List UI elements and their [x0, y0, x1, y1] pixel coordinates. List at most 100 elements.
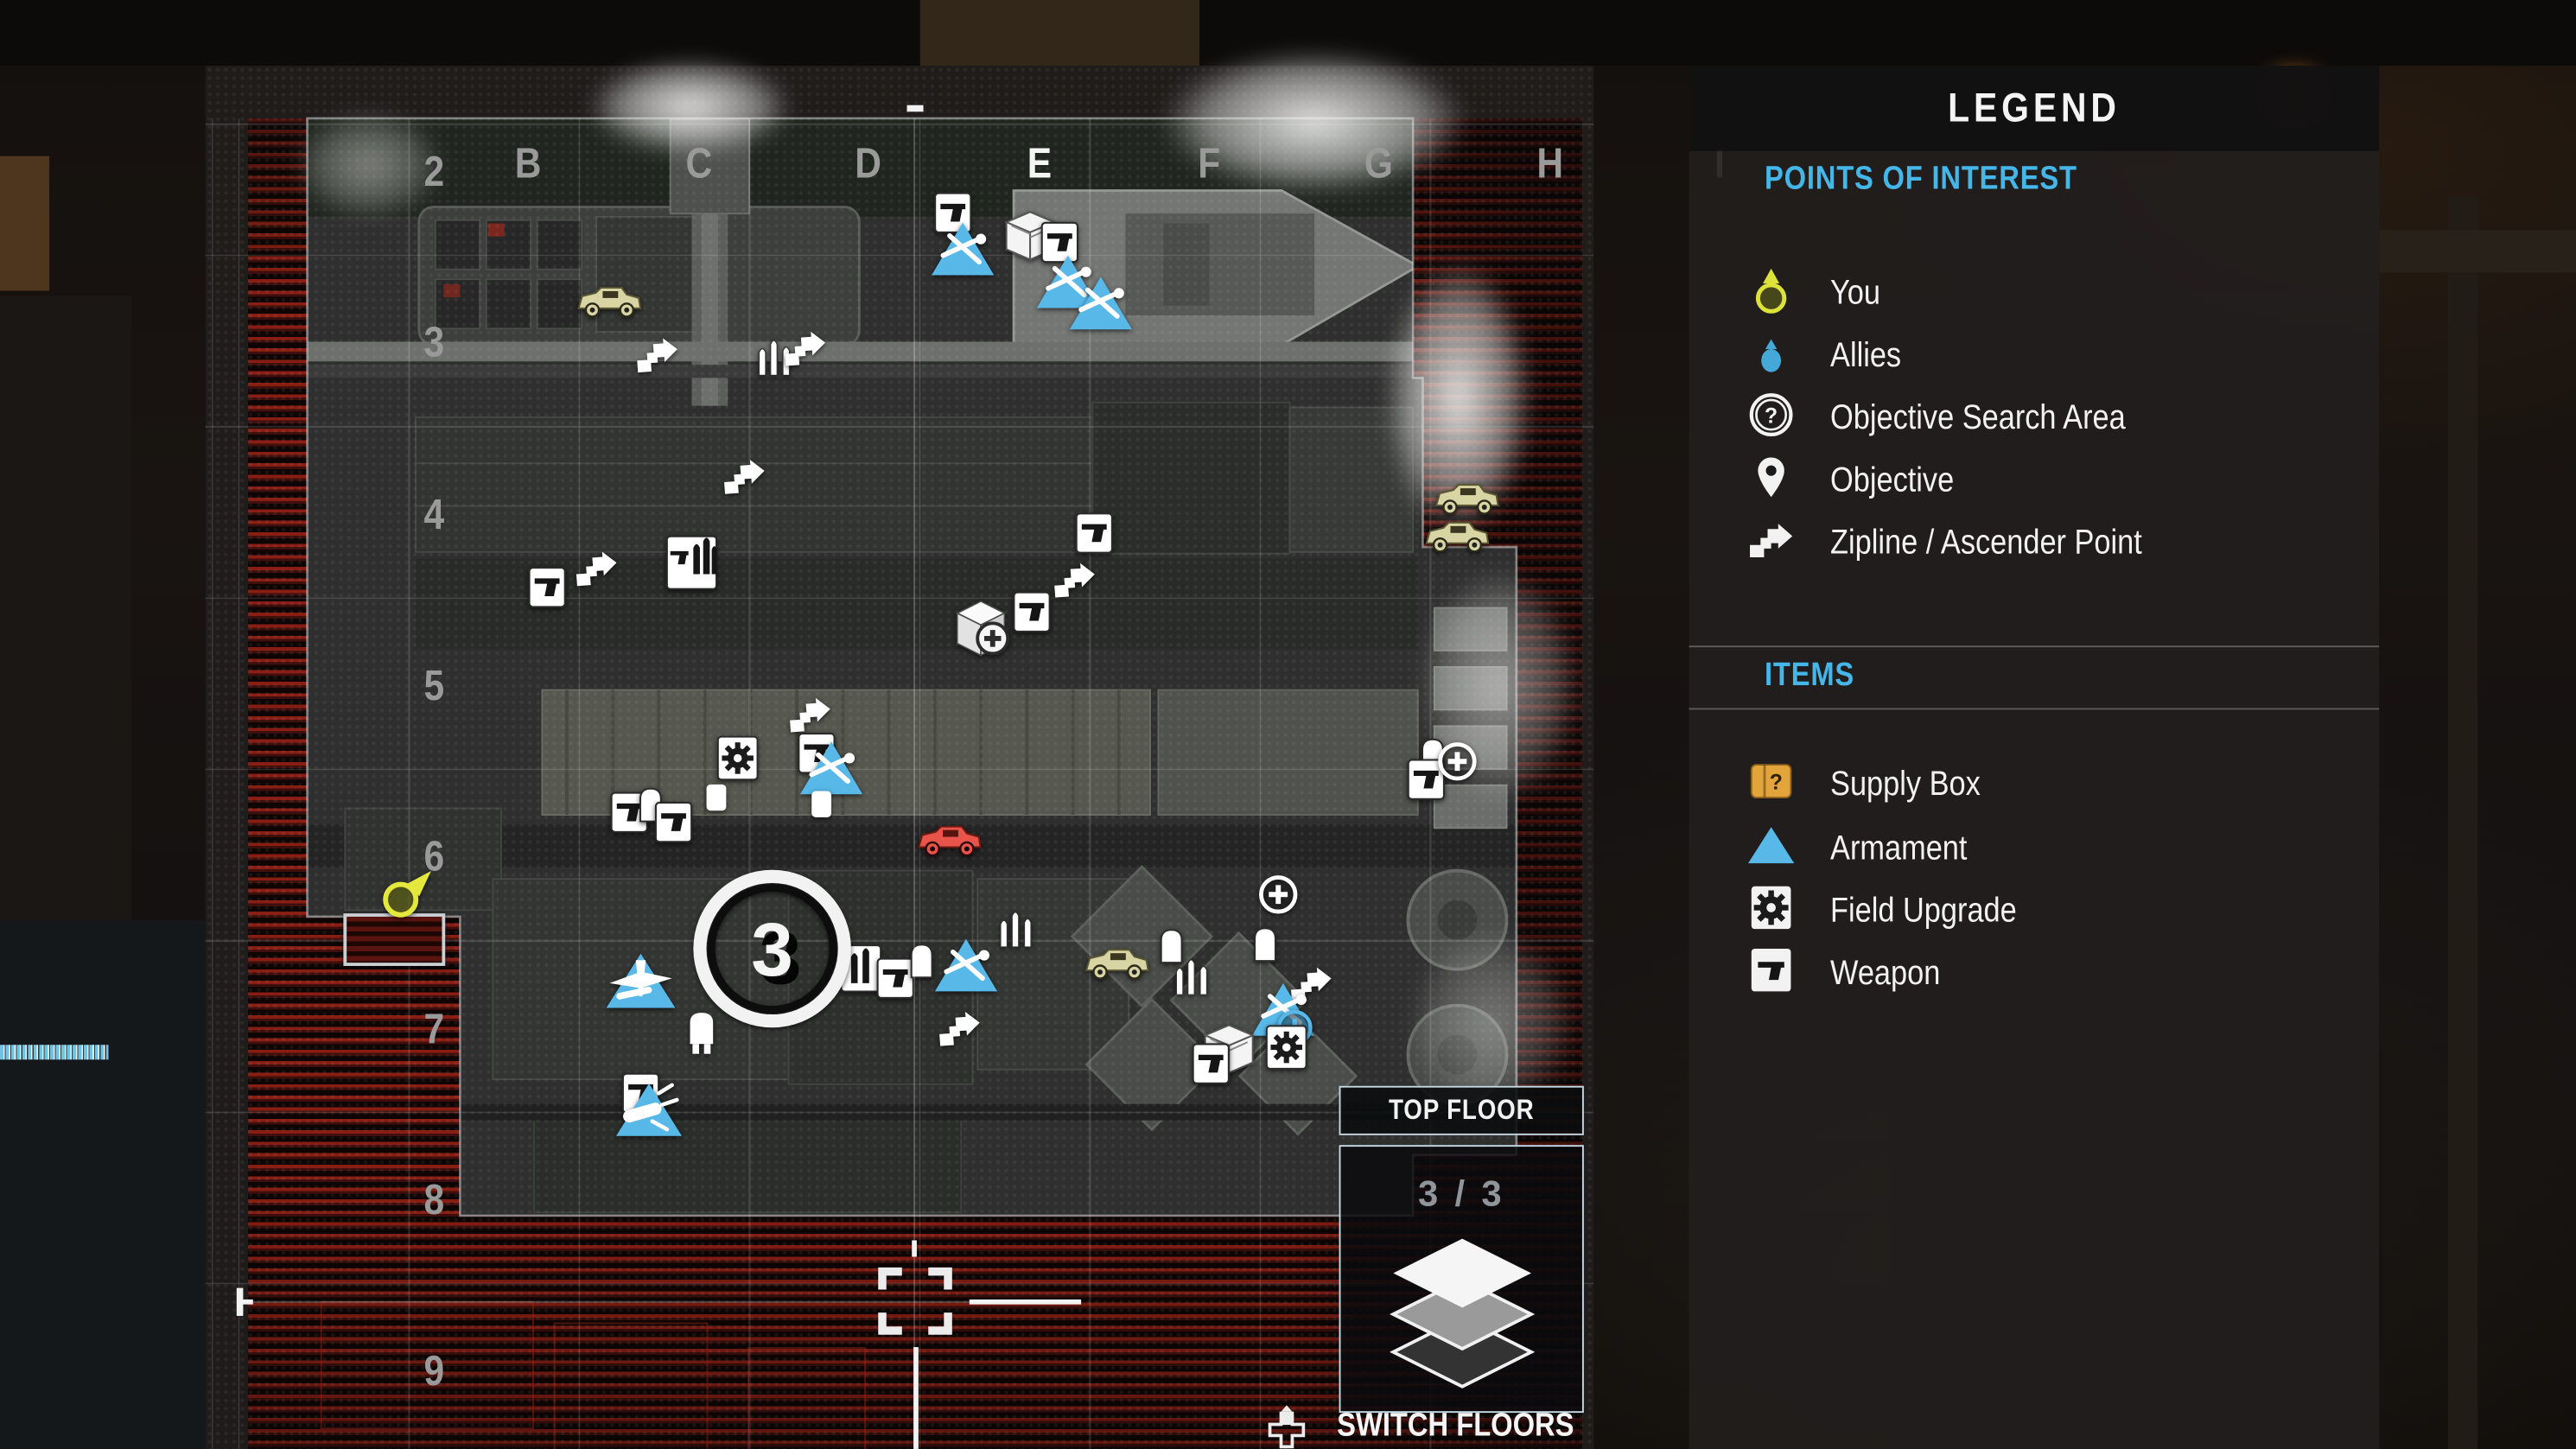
legend-item-label: Field Upgrade [1830, 892, 2017, 931]
svg-text:?: ? [1765, 405, 1778, 429]
floor-name-box: TOP FLOOR [1339, 1085, 1584, 1135]
player-marker [377, 864, 437, 930]
floor-name: TOP FLOOR [1388, 1094, 1535, 1126]
map-fog [1364, 221, 1553, 575]
bg-crane-post [2447, 197, 2478, 1449]
legend-title-bar: LEGEND [1689, 66, 2380, 151]
bg-orange-container [0, 156, 50, 291]
bg-lit-machinery [919, 0, 1199, 67]
supply-box-icon: ? [1745, 758, 1797, 812]
legend-item-label: Zipline / Ascender Point [1830, 524, 2142, 562]
you-icon [1745, 265, 1797, 323]
redzone-building [320, 1300, 534, 1430]
map-fog [558, 46, 822, 168]
zipline-marker [635, 335, 679, 381]
legend-section-header: POINTS OF INTEREST [1764, 161, 2077, 198]
objective-icon [1745, 453, 1797, 511]
vehicle-marker-red [915, 822, 984, 867]
allies-icon [1745, 327, 1797, 385]
grid-row-9: 9 [423, 1345, 444, 1395]
item-tag-marker [810, 790, 833, 828]
grid-row-7: 7 [423, 1002, 444, 1052]
field-upgrade-marker [716, 735, 759, 793]
weapon-marker [1074, 512, 1114, 562]
legend-item-weapon: Weapon [1689, 943, 2380, 1005]
switch-floors-button[interactable]: SWITCH FLOORS [1265, 1405, 1593, 1449]
legend-item-allies: Allies [1689, 325, 2380, 387]
map-fog [1116, 29, 1512, 214]
redzone-building [747, 1347, 866, 1449]
grid-row-6: 6 [423, 831, 444, 881]
legend-item-label: Objective [1830, 461, 1955, 499]
vehicle-marker-tan [1423, 518, 1492, 563]
ammo-marker [1174, 956, 1211, 1003]
zipline-icon [1745, 520, 1797, 568]
weapon-icon [1745, 945, 1797, 1003]
armament-marker-rocket [613, 1078, 685, 1149]
objective-search-marker [687, 863, 858, 1042]
map-fog [274, 95, 464, 235]
weapon-marker [933, 192, 973, 243]
weapon-marker [1012, 591, 1052, 642]
legend-item-armament: Armament [1689, 818, 2380, 880]
item-tag-marker [705, 783, 728, 821]
grid-row-5: 5 [423, 660, 444, 710]
grid-column-F: F [1198, 137, 1221, 187]
armament-marker [932, 934, 1001, 1005]
grid-column-B: B [514, 137, 542, 187]
vehicle-marker-tan [575, 283, 644, 328]
switch-floors-label: SWITCH FLOORS [1337, 1408, 1574, 1445]
floor-indicator-panel: 3 / 3 [1339, 1145, 1584, 1414]
grid-column-G: G [1364, 137, 1394, 187]
armament-marker [1066, 272, 1135, 343]
armament-marker [928, 218, 997, 289]
legend-item-label: Armament [1830, 829, 1968, 867]
armor-plate-marker [907, 941, 935, 987]
bg-dark-containers [0, 919, 206, 1449]
zipline-marker [1053, 560, 1097, 606]
weapon-marker [1191, 1042, 1231, 1093]
armament-marker [1034, 251, 1103, 321]
objective-number: 3 [751, 906, 793, 993]
legend-item-label: Weapon [1830, 954, 1941, 993]
grid-column-D: D [855, 137, 882, 187]
legend-item-field-upgrade: Field Upgrade [1689, 880, 2380, 943]
legend-item-supply-box: ? Supply Box [1689, 754, 2380, 817]
ammo-box-marker [840, 944, 882, 1001]
medical-marker [1257, 874, 1299, 923]
grid-row-8: 8 [423, 1174, 444, 1224]
armor-plate-marker [1251, 925, 1279, 970]
legend-title: LEGEND [1947, 84, 2121, 131]
grid-row-2: 2 [423, 146, 444, 196]
weapon-marker [1040, 221, 1080, 272]
vehicle-marker-tan [1083, 944, 1152, 990]
armament-marker [797, 737, 866, 808]
weapon-marker [1407, 758, 1447, 809]
floor-layers-icon [1389, 1238, 1535, 1389]
dpad-up-icon [1268, 1405, 1306, 1449]
legend-item-you: You [1689, 263, 2380, 325]
weapon-marker [527, 566, 567, 617]
legend-item-objective: Objective [1689, 450, 2380, 512]
grid-row-3: 3 [423, 317, 444, 367]
legend-item-label: Allies [1830, 336, 1902, 375]
grid-column-H: H [1536, 137, 1563, 187]
bg-container-stack [0, 296, 132, 920]
armor-plate-marker [1157, 926, 1185, 972]
bg-crane-beam [2379, 230, 2576, 273]
medical-marker [1437, 740, 1479, 790]
zipline-marker [575, 549, 619, 594]
legend-item-label: You [1830, 274, 1880, 313]
grid-column-C: C [684, 137, 712, 187]
legend-item-label: Objective Search Area [1830, 399, 2126, 437]
medical-crate-marker [952, 598, 1010, 670]
armament-icon [1745, 824, 1797, 875]
legend-item-label: Supply Box [1830, 766, 1981, 804]
armament-marker [1249, 978, 1318, 1049]
vehicle-marker-tan [1433, 480, 1502, 525]
cursor-bracket-icon [878, 1267, 952, 1335]
equipment-marker [685, 1008, 718, 1065]
zipline-marker [783, 328, 827, 374]
